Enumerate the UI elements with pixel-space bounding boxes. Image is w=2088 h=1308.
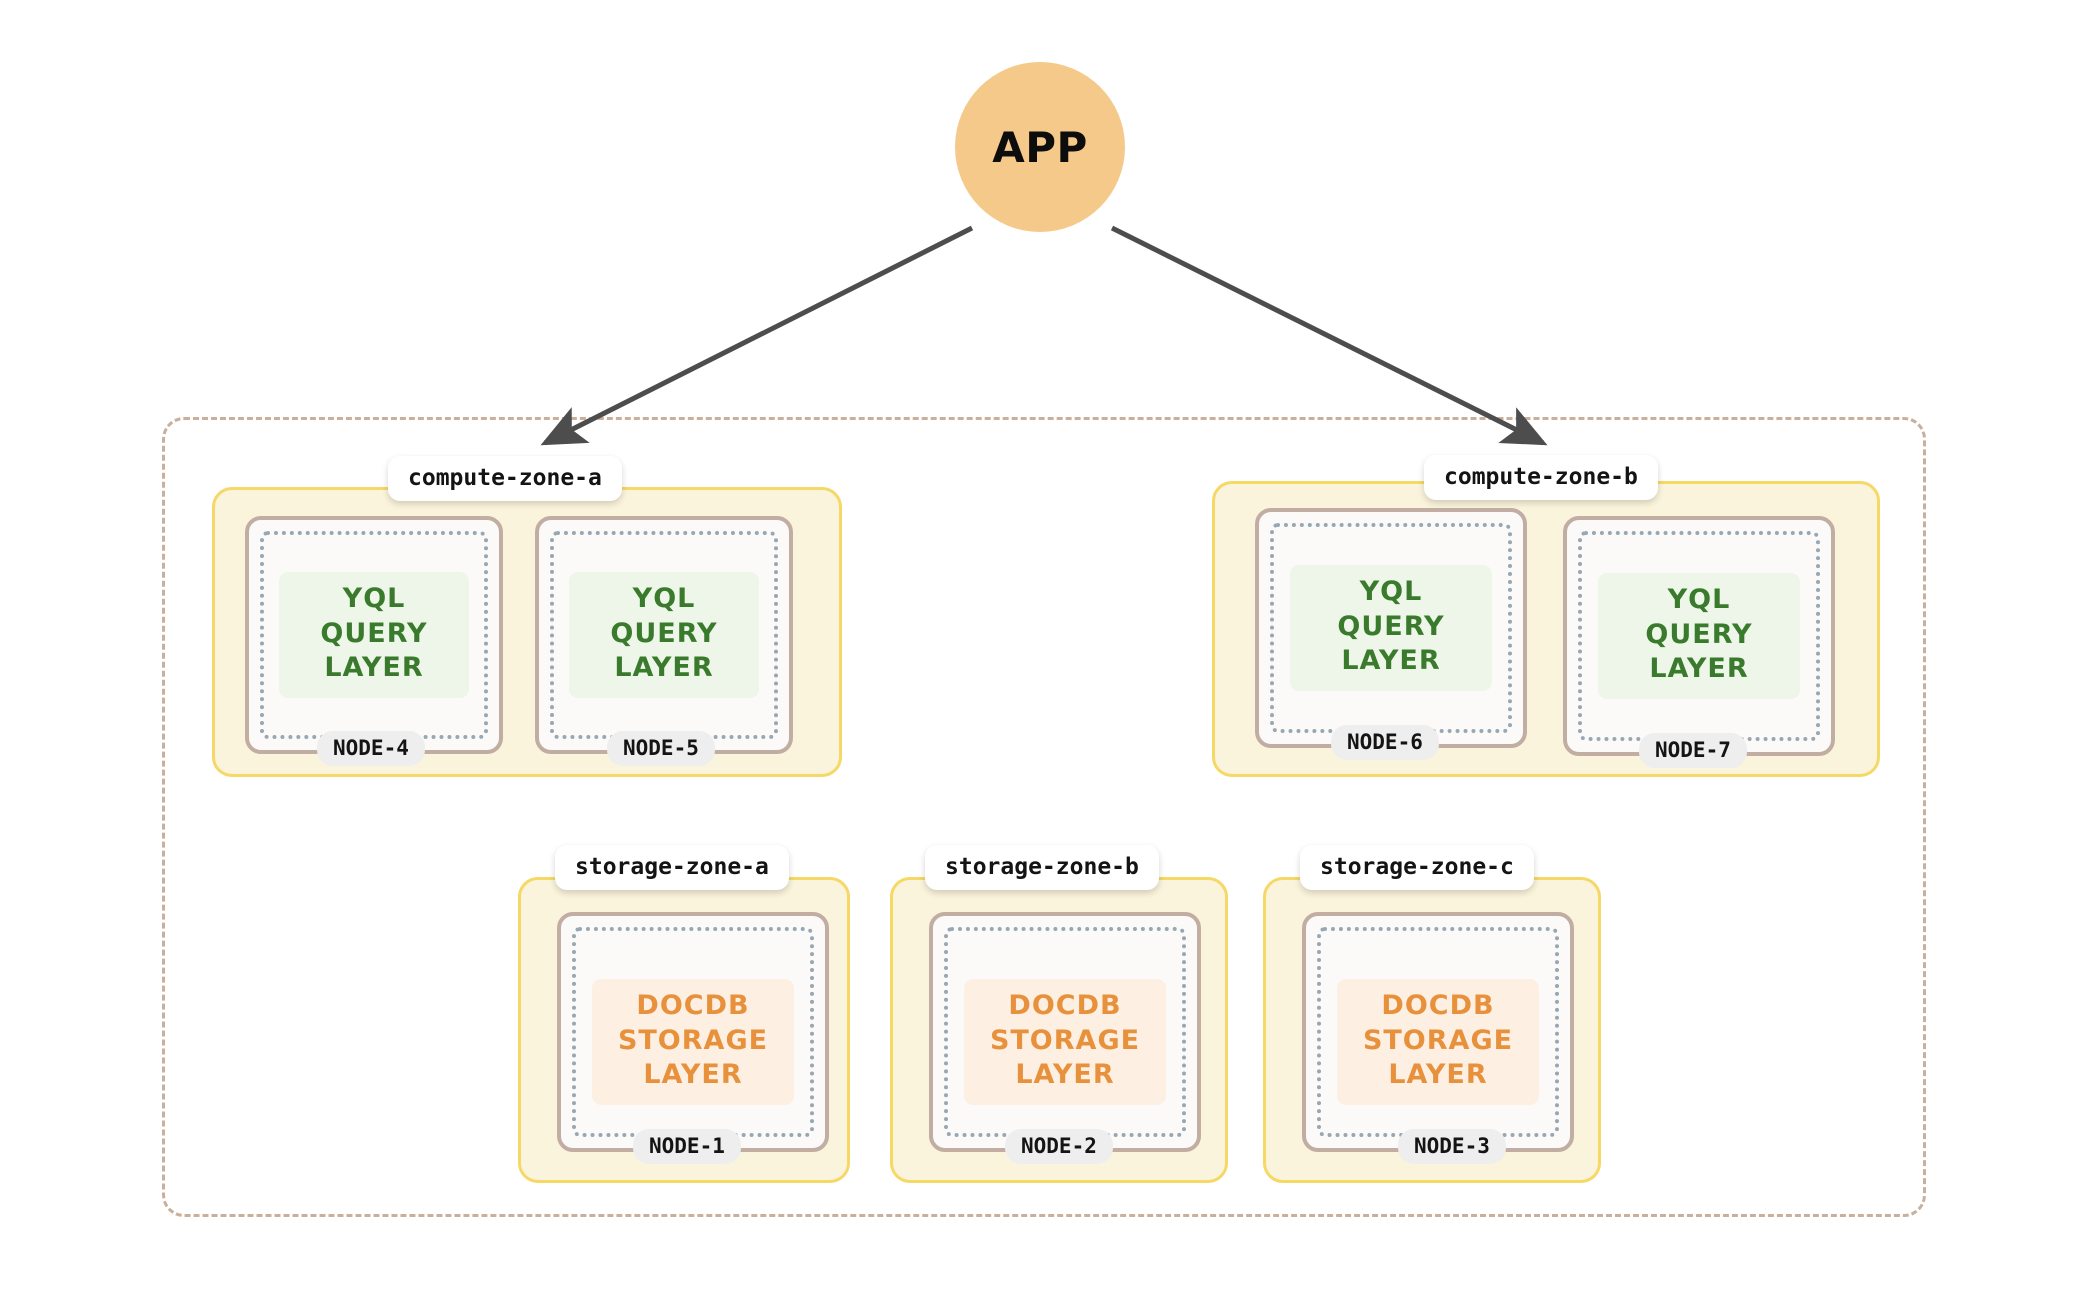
layer-line-2: QUERY LAYER xyxy=(1337,610,1445,677)
zone-storage-zone-c[interactable]: DOCDB STORAGE LAYER NODE-3 xyxy=(1263,877,1601,1183)
node-node-1[interactable]: DOCDB STORAGE LAYER NODE-1 xyxy=(557,912,829,1164)
node-node-3-inner: DOCDB STORAGE LAYER xyxy=(1317,927,1559,1137)
node-badge-node-5: NODE-5 xyxy=(607,731,715,766)
layer-line-1: DOCDB xyxy=(636,990,750,1022)
layer-line-1: YQL xyxy=(342,583,406,615)
arrow-app-to-compute-zone-b xyxy=(1110,225,1548,446)
node-badge-node-1: NODE-1 xyxy=(633,1129,741,1164)
layer-chip-yql: YQL QUERY LAYER xyxy=(1290,565,1492,691)
layer-line-2: QUERY LAYER xyxy=(1645,618,1753,685)
node-node-4-inner: YQL QUERY LAYER xyxy=(260,531,488,739)
node-badge-node-4: NODE-4 xyxy=(317,731,425,766)
zone-label-storage-zone-c: storage-zone-c xyxy=(1300,845,1534,890)
cluster-boundary xyxy=(162,417,1926,1217)
layer-line-1: YQL xyxy=(1359,576,1423,608)
node-badge-node-2: NODE-2 xyxy=(1005,1129,1113,1164)
node-node-5[interactable]: YQL QUERY LAYER NODE-5 xyxy=(535,516,793,766)
layer-chip-docdb: DOCDB STORAGE LAYER xyxy=(964,979,1166,1105)
layer-chip-yql: YQL QUERY LAYER xyxy=(569,572,759,698)
layer-line-1: DOCDB xyxy=(1381,990,1495,1022)
node-node-7-inner: YQL QUERY LAYER xyxy=(1578,531,1820,741)
layer-line-2: STORAGE LAYER xyxy=(1362,1024,1514,1091)
layer-line-1: YQL xyxy=(1667,584,1731,616)
layer-chip-docdb: DOCDB STORAGE LAYER xyxy=(1337,979,1539,1105)
zone-compute-zone-b[interactable]: YQL QUERY LAYER NODE-6 YQL QUERY LAYER N… xyxy=(1212,481,1880,777)
node-node-2-inner: DOCDB STORAGE LAYER xyxy=(944,927,1186,1137)
node-badge-node-6: NODE-6 xyxy=(1331,725,1439,760)
layer-chip-yql: YQL QUERY LAYER xyxy=(1598,573,1800,699)
zone-label-compute-zone-b: compute-zone-b xyxy=(1424,455,1658,500)
layer-line-2: STORAGE LAYER xyxy=(617,1024,769,1091)
node-node-2[interactable]: DOCDB STORAGE LAYER NODE-2 xyxy=(929,912,1201,1164)
node-node-5-inner: YQL QUERY LAYER xyxy=(550,531,778,739)
arrow-app-to-compute-zone-a xyxy=(540,225,974,446)
node-node-6[interactable]: YQL QUERY LAYER NODE-6 xyxy=(1255,508,1527,760)
layer-line-1: YQL xyxy=(632,583,696,615)
layer-line-2: QUERY LAYER xyxy=(610,617,718,684)
zone-storage-zone-b[interactable]: DOCDB STORAGE LAYER NODE-2 xyxy=(890,877,1228,1183)
node-badge-node-7: NODE-7 xyxy=(1639,733,1747,768)
layer-line-2: QUERY LAYER xyxy=(320,617,428,684)
zone-label-storage-zone-b: storage-zone-b xyxy=(925,845,1159,890)
zone-storage-zone-a[interactable]: DOCDB STORAGE LAYER NODE-1 xyxy=(518,877,850,1183)
node-node-6-inner: YQL QUERY LAYER xyxy=(1270,523,1512,733)
layer-line-2: STORAGE LAYER xyxy=(989,1024,1141,1091)
node-node-3[interactable]: DOCDB STORAGE LAYER NODE-3 xyxy=(1302,912,1574,1164)
layer-line-1: DOCDB xyxy=(1008,990,1122,1022)
layer-chip-yql: YQL QUERY LAYER xyxy=(279,572,469,698)
node-node-4[interactable]: YQL QUERY LAYER NODE-4 xyxy=(245,516,503,766)
node-badge-node-3: NODE-3 xyxy=(1398,1129,1506,1164)
app-node[interactable]: APP xyxy=(955,62,1125,232)
node-node-1-inner: DOCDB STORAGE LAYER xyxy=(572,927,814,1137)
zone-compute-zone-a[interactable]: YQL QUERY LAYER NODE-4 YQL QUERY LAYER N… xyxy=(212,487,842,777)
node-node-7[interactable]: YQL QUERY LAYER NODE-7 xyxy=(1563,516,1835,768)
layer-chip-docdb: DOCDB STORAGE LAYER xyxy=(592,979,794,1105)
zone-label-compute-zone-a: compute-zone-a xyxy=(388,456,622,501)
zone-label-storage-zone-a: storage-zone-a xyxy=(555,845,789,890)
app-node-label: APP xyxy=(992,122,1088,172)
